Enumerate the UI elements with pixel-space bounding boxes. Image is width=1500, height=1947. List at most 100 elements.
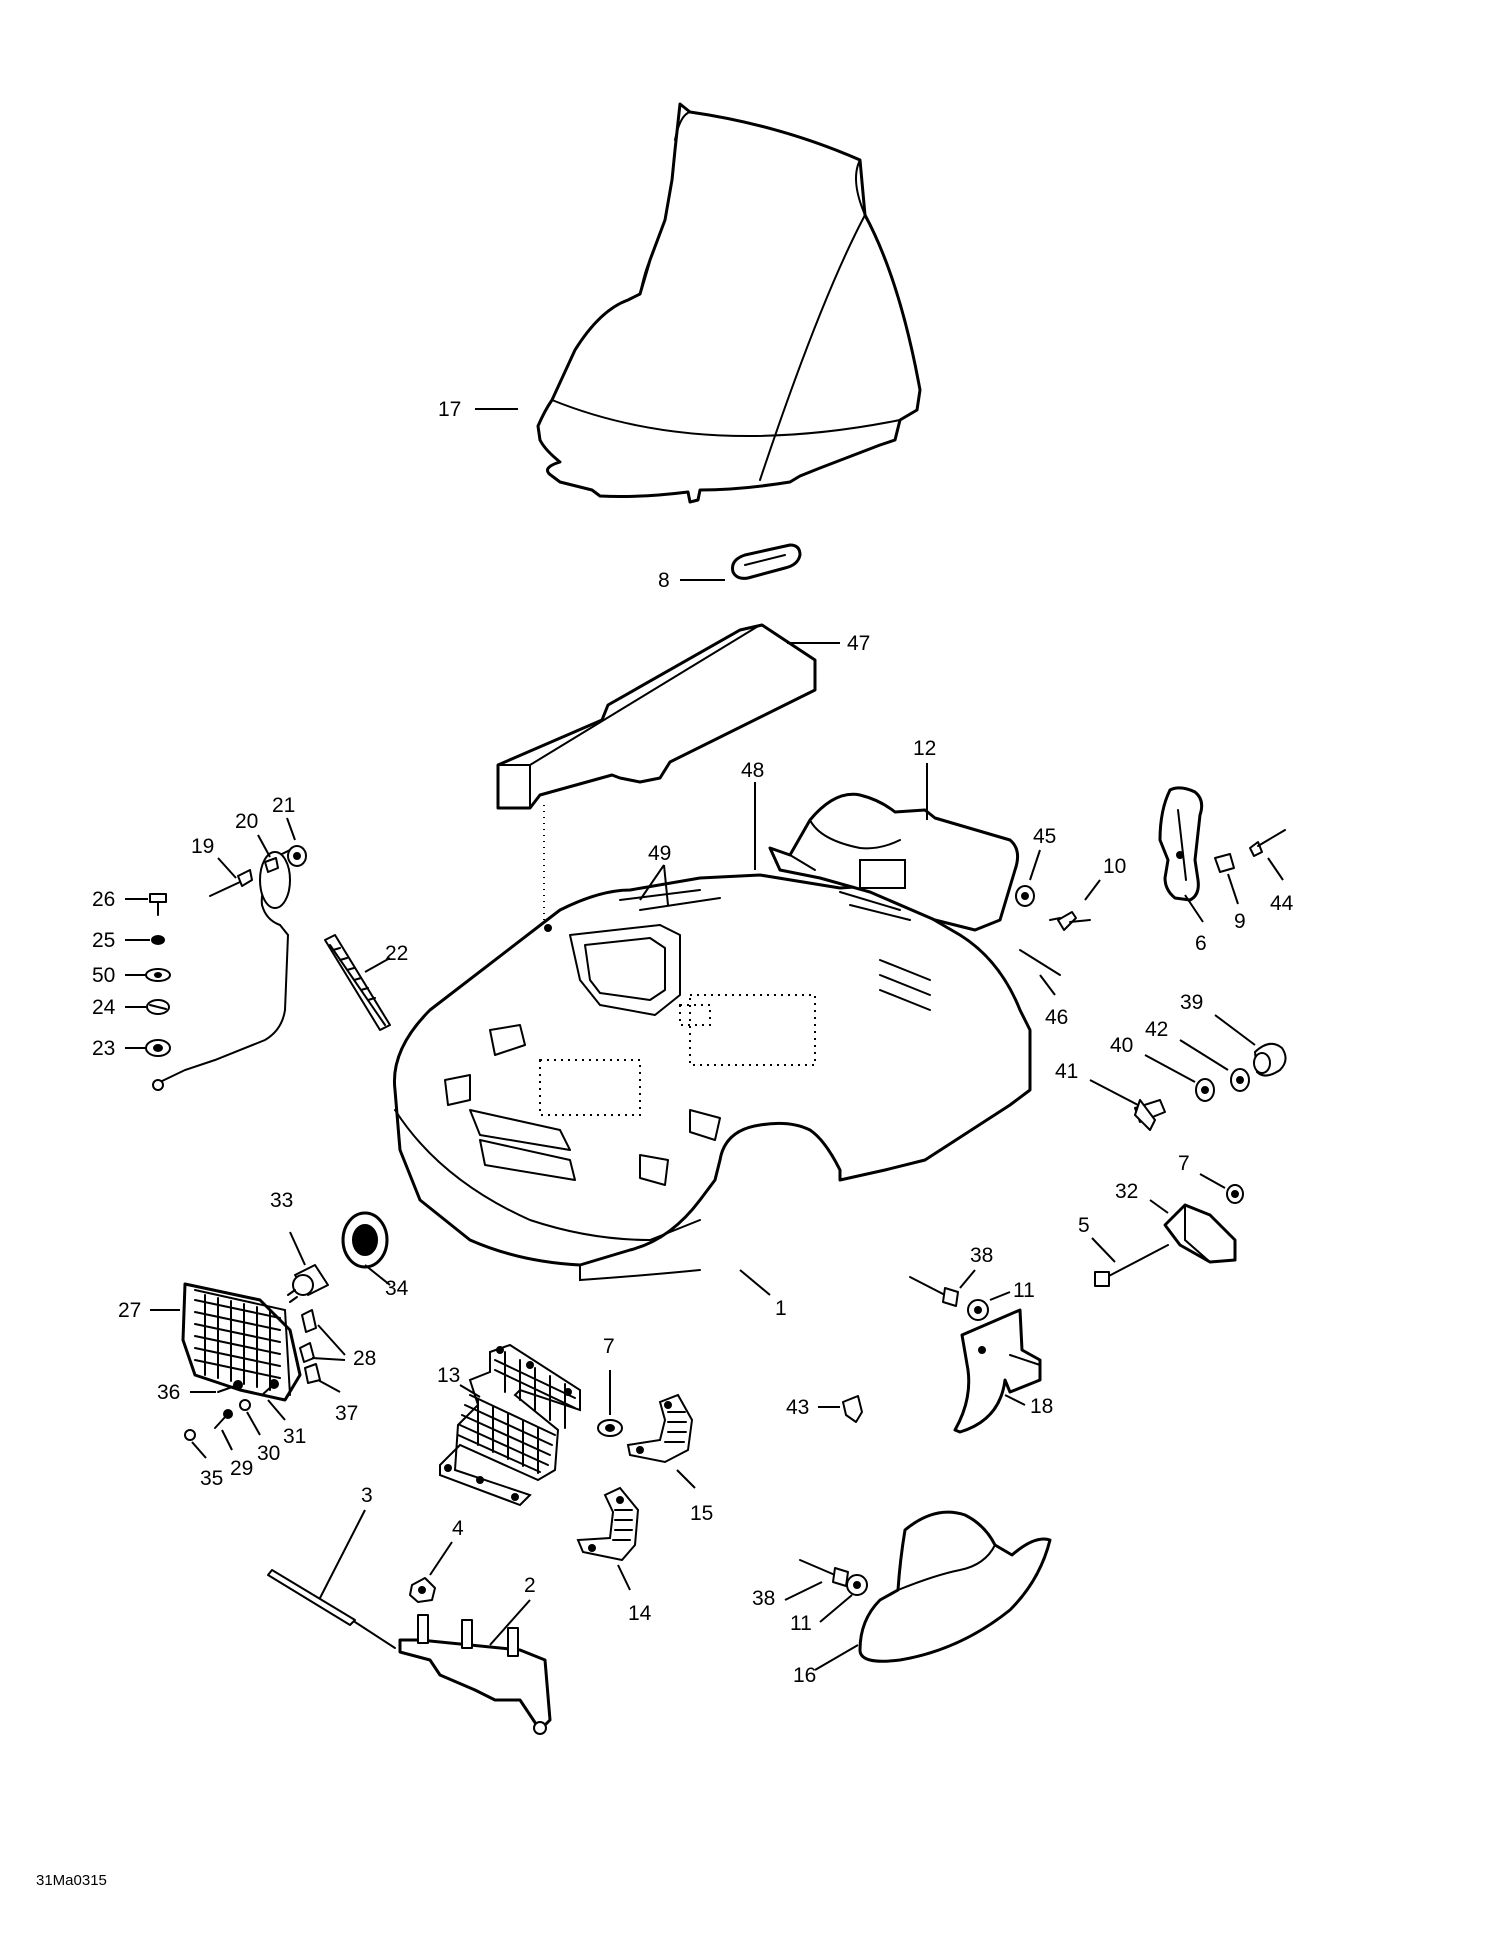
rivet-38-upper-callout: 38 [959, 1244, 993, 1289]
clip-43[interactable] [842, 1395, 863, 1423]
foam-strip[interactable] [496, 623, 817, 810]
washer-24[interactable] [146, 999, 170, 1015]
deflector-18[interactable] [953, 1308, 1042, 1434]
callout-17: 17 [438, 398, 461, 421]
hinge-pin[interactable] [324, 934, 391, 1031]
cable-retainer[interactable] [159, 849, 291, 1083]
washer-23[interactable] [145, 1039, 171, 1091]
callout-38-lower: 38 [752, 1587, 775, 1610]
diagram-code: 31Ma0315 [36, 1872, 107, 1889]
callout-10: 10 [1103, 855, 1126, 878]
callout-3: 3 [361, 1484, 373, 1507]
bracket-32-callout: 32 [1115, 1180, 1169, 1214]
bracket-14[interactable] [576, 1486, 640, 1562]
rivet-19[interactable] [209, 869, 253, 897]
bracket-15-callout: 15 [676, 1469, 713, 1525]
windshield-grommet[interactable] [731, 543, 802, 580]
callout-23: 23 [92, 1037, 115, 1060]
washer-40[interactable] [1195, 1078, 1215, 1102]
nut-4-callout: 4 [429, 1517, 464, 1576]
washer-7-mid[interactable] [597, 1419, 623, 1437]
washer-42[interactable] [1230, 1068, 1250, 1092]
screw-36[interactable] [217, 1380, 243, 1393]
nut-4[interactable] [409, 1577, 436, 1603]
hood-pad-callout: 48 [741, 759, 764, 870]
callout-13: 13 [437, 1364, 460, 1387]
callout-6: 6 [1195, 932, 1207, 955]
bulb-boot-callout: 34 [364, 1264, 409, 1300]
nut-39[interactable] [1253, 1042, 1287, 1077]
latch-spacer-callout: 9 [1227, 873, 1246, 933]
bulb[interactable] [287, 1264, 329, 1303]
washer-11-lower-callout: 11 [790, 1594, 853, 1635]
callout-43: 43 [786, 1396, 809, 1419]
callout-5: 5 [1078, 1214, 1090, 1237]
callout-33: 33 [270, 1189, 293, 1212]
headlamp-callout: 27 [118, 1299, 180, 1322]
callout-1: 1 [775, 1297, 787, 1320]
clip-37-callout: 37 [317, 1379, 358, 1425]
callout-14: 14 [628, 1602, 652, 1625]
callout-30: 30 [257, 1442, 280, 1465]
callout-8: 8 [658, 569, 670, 592]
clip-28[interactable] [299, 1309, 317, 1363]
bolt-41[interactable] [1134, 1099, 1166, 1131]
washer-25[interactable] [151, 935, 165, 945]
headlamp-support-callout: 13 [437, 1364, 481, 1398]
washer-30-callout: 30 [246, 1411, 280, 1465]
rivet-38-lower-callout: 38 [752, 1581, 823, 1610]
washer-50[interactable] [145, 968, 171, 982]
headlamp-support[interactable] [439, 1343, 581, 1507]
mesh-pattern [457, 1351, 576, 1474]
bracket-32[interactable] [1163, 1203, 1237, 1264]
washer-7-top-callout: 7 [1178, 1152, 1226, 1189]
headlamp[interactable] [181, 1282, 302, 1402]
rivet-38-upper[interactable] [909, 1276, 959, 1307]
washer-45-callout: 45 [1029, 825, 1056, 881]
windshield[interactable] [536, 102, 922, 504]
side-shield[interactable] [858, 1510, 1052, 1663]
latch[interactable] [1158, 786, 1204, 902]
latch-rivet[interactable] [1249, 829, 1286, 857]
washer-21[interactable] [287, 845, 307, 867]
rivet-10[interactable] [1049, 911, 1091, 931]
hood[interactable] [392, 873, 1032, 1282]
clip-37[interactable] [304, 1363, 321, 1384]
callout-16: 16 [793, 1664, 816, 1687]
callout-36: 36 [157, 1381, 180, 1404]
callout-37: 37 [335, 1402, 358, 1425]
callout-28: 28 [353, 1347, 376, 1370]
screw-26[interactable] [149, 893, 167, 916]
washer-7-top[interactable] [1226, 1184, 1244, 1204]
callout-11-lower: 11 [790, 1612, 812, 1635]
nut-35[interactable] [184, 1429, 196, 1441]
callout-42: 42 [1145, 1018, 1168, 1041]
washer-30[interactable] [239, 1399, 251, 1411]
rivet-38-lower[interactable] [799, 1559, 849, 1587]
screw-31[interactable] [261, 1379, 279, 1396]
hinge-plate-callout: 2 [489, 1574, 536, 1646]
washer-11-lower[interactable] [846, 1574, 868, 1596]
callout-20: 20 [235, 810, 258, 833]
bolt-5[interactable] [1094, 1244, 1169, 1287]
washer-50-callout: 50 [92, 964, 146, 987]
callout-39: 39 [1180, 991, 1203, 1014]
callout-48: 48 [741, 759, 764, 782]
rod-3[interactable] [267, 1569, 396, 1649]
callout-18: 18 [1030, 1395, 1053, 1418]
inner-panel[interactable] [768, 792, 1020, 932]
latch-spacer[interactable] [1214, 853, 1235, 873]
bracket-15[interactable] [626, 1393, 694, 1464]
washer-45[interactable] [1015, 885, 1035, 907]
washer-11-upper[interactable] [967, 1299, 989, 1321]
foam-strip-callout: 47 [543, 632, 870, 925]
screw-31-callout: 31 [267, 1399, 306, 1448]
nut-35-callout: 35 [191, 1441, 223, 1490]
screw-29[interactable] [214, 1409, 233, 1429]
callout-7-top: 7 [1178, 1152, 1190, 1175]
spring-46[interactable] [1019, 949, 1061, 976]
bulb-boot[interactable] [341, 1211, 389, 1269]
hinge-plate[interactable] [398, 1614, 552, 1735]
callout-49: 49 [648, 842, 671, 865]
washer-25-callout: 25 [92, 929, 150, 952]
